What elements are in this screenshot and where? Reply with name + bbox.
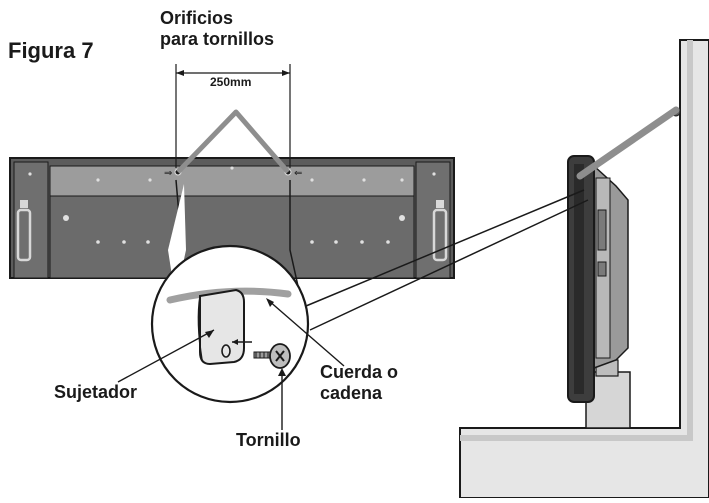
side-view-pointer-lines [305,189,589,331]
svg-text:⇒: ⇒ [164,168,172,179]
screw-holes-label-line-1: Orificios [160,8,234,28]
monitor-side-view [567,107,681,429]
rope-label-line-2: cadena [320,382,383,403]
distance-label: 250mm [210,75,252,89]
screw-holes-label-line-2: para tornillos [160,28,275,49]
screw-holes-label: Orificios para tornillos [160,8,274,49]
detail-magnifier [150,244,310,404]
dimension-markers [175,64,291,168]
cord-side-view [576,106,680,180]
svg-text:⇐: ⇐ [294,168,302,179]
rope-label-line-1: Cuerda o [320,362,399,382]
holder-label: Sujetador [54,382,138,402]
monitor-rear-view: ⇒ ⇐ [9,157,455,279]
figure-title: Figura 7 [8,38,94,63]
label-leader-lines [117,298,345,430]
screw-label: Tornillo [236,430,301,450]
cord-rear-view [176,109,290,174]
rope-label: Cuerda o cadena [320,362,398,403]
